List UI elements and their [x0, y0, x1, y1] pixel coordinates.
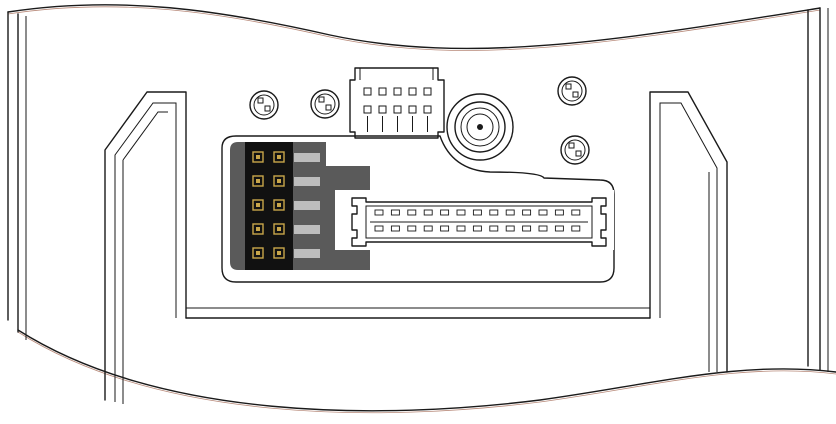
header-pin-core	[256, 179, 260, 183]
right-bracket	[649, 91, 728, 373]
recess-floor	[185, 307, 651, 319]
header-pin	[273, 151, 285, 163]
screw-icon-2	[310, 89, 340, 119]
header-pin-core	[277, 251, 281, 255]
ribbon-pin	[374, 209, 384, 216]
header-pin-core	[277, 155, 281, 159]
header-pin	[273, 247, 285, 259]
screw-icon-4	[560, 135, 590, 165]
header-pin-lead	[294, 225, 320, 234]
ribbon-pin	[390, 209, 400, 216]
ribbon-pin	[489, 209, 499, 216]
connector-plate	[221, 135, 615, 283]
ribbon-pin	[554, 225, 564, 232]
ribbon-pin	[522, 225, 532, 232]
dip-pin	[378, 87, 387, 96]
ribbon-pin	[522, 209, 532, 216]
ribbon-pin	[505, 209, 515, 216]
dip-pin	[393, 105, 402, 114]
ribbon-pin	[571, 225, 581, 232]
header-pin-core	[256, 203, 260, 207]
dip-pin	[363, 87, 372, 96]
header-pin-core	[256, 251, 260, 255]
ribbon-pin	[456, 209, 466, 216]
ribbon-connector	[335, 190, 614, 250]
header-pin	[252, 199, 264, 211]
header-pin-core	[256, 155, 260, 159]
ribbon-pin	[571, 209, 581, 216]
dip-pin	[378, 105, 387, 114]
ribbon-pin	[374, 225, 384, 232]
dip-pin	[408, 105, 417, 114]
header-pin	[252, 223, 264, 235]
header-pin-lead	[294, 249, 320, 258]
dip-pin	[408, 87, 417, 96]
dip-pin	[423, 87, 432, 96]
ribbon-pin	[554, 209, 564, 216]
dip-connector	[349, 67, 445, 139]
header-pin	[273, 175, 285, 187]
header-pin-core	[277, 227, 281, 231]
ribbon-pin	[390, 225, 400, 232]
dip-pin	[393, 87, 402, 96]
left-bracket	[104, 91, 187, 404]
header-pin	[252, 247, 264, 259]
ribbon-pin	[423, 225, 433, 232]
header-pin	[252, 175, 264, 187]
coax-connector-icon	[446, 93, 514, 161]
ribbon-pin	[472, 225, 482, 232]
ribbon-pin	[538, 209, 548, 216]
ribbon-pin	[407, 209, 417, 216]
header-pin-core	[256, 227, 260, 231]
header-pin-lead	[294, 153, 320, 162]
ribbon-pin	[423, 209, 433, 216]
screw-icon-1	[249, 90, 279, 120]
ribbon-pin	[456, 225, 466, 232]
dip-pin	[363, 105, 372, 114]
header-pin-core	[277, 203, 281, 207]
header-pin-lead	[294, 201, 320, 210]
ribbon-pin	[407, 225, 417, 232]
ribbon-pin	[489, 225, 499, 232]
header-pin-core	[277, 179, 281, 183]
header-pin	[273, 199, 285, 211]
ribbon-pin	[538, 225, 548, 232]
screw-icon-3	[557, 76, 587, 106]
header-pin-lead	[294, 177, 320, 186]
ribbon-pin	[440, 209, 450, 216]
ribbon-pin	[472, 209, 482, 216]
ribbon-pin	[440, 225, 450, 232]
ribbon-pin	[505, 225, 515, 232]
dip-pin	[423, 105, 432, 114]
header-pin	[273, 223, 285, 235]
header-pin	[252, 151, 264, 163]
housing-outline	[7, 4, 836, 414]
